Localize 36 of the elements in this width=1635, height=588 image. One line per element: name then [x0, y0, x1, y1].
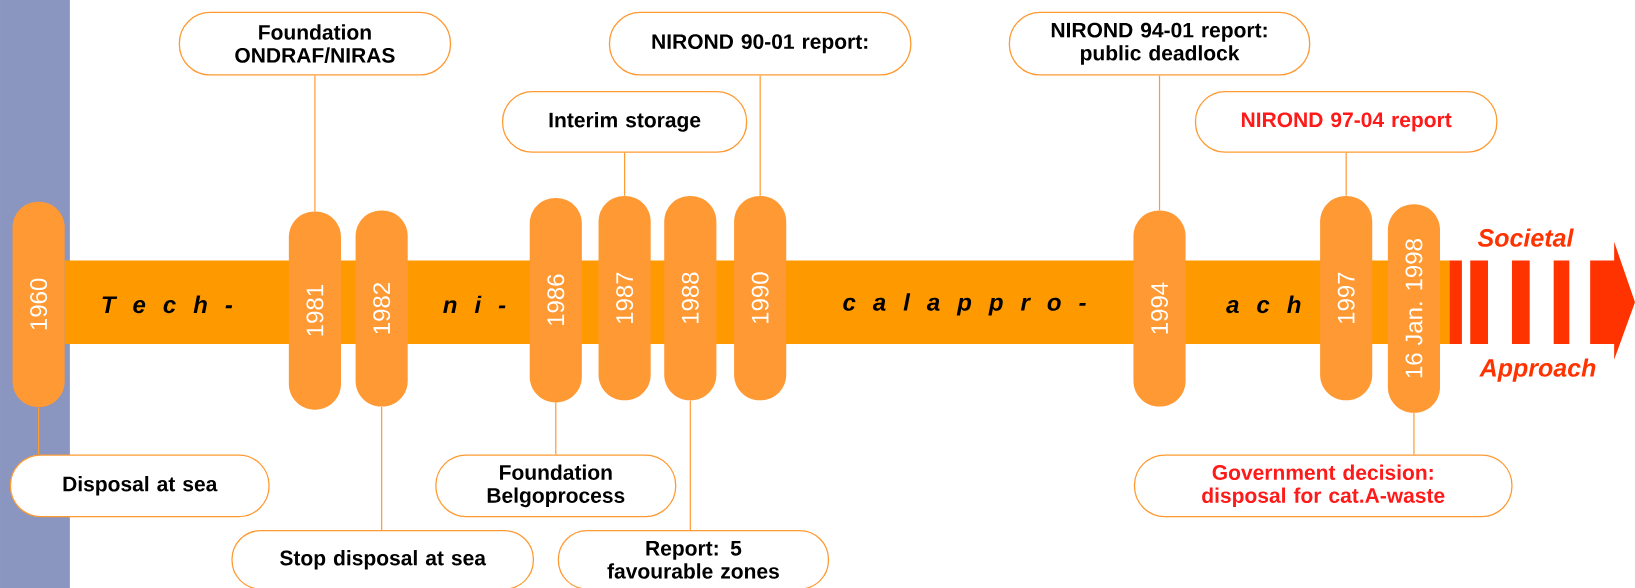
event-box: Stop disposal at sea: [231, 530, 534, 588]
leader-line: [1345, 152, 1347, 197]
band-label: a c h: [1226, 295, 1301, 314]
leader-line: [314, 75, 316, 212]
year-pill: 1994: [1133, 210, 1186, 407]
leader-line: [689, 399, 691, 531]
event-box: Disposal at sea: [9, 454, 270, 518]
event-box: NIROND 90-01 report:: [608, 11, 912, 76]
band-label: n i -: [443, 295, 506, 314]
event-box: Report: 5 favourable zones: [557, 530, 830, 588]
event-box: Government decision: disposal for cat.A-waste: [1133, 454, 1513, 518]
band-label: c a l a p p r o -: [843, 293, 1086, 316]
leader-line: [624, 152, 626, 197]
leader-line: [1158, 75, 1161, 211]
event-box: NIROND 94-01 report: public deadlock: [1008, 11, 1311, 76]
year-pill: 1982: [355, 210, 408, 407]
year-pill: 1987: [598, 195, 651, 401]
event-box: Foundation ONDRAF/NIRAS: [178, 11, 452, 76]
year-pill: 1986: [529, 198, 582, 403]
leader-line: [555, 402, 557, 455]
year-pill: 1988: [664, 195, 717, 401]
year-pill: 16 Jan. 1998: [1387, 204, 1440, 413]
year-pill: 1997: [1320, 195, 1373, 401]
event-box: Foundation Belgoprocess: [435, 454, 677, 518]
year-pill: 1960: [12, 201, 65, 408]
leader-line: [381, 406, 383, 531]
leader-line: [759, 75, 761, 197]
year-pill: 1981: [288, 211, 341, 410]
approach-label: Approach: [1479, 358, 1596, 382]
band-label: T e c h -: [102, 295, 233, 314]
year-pill: 1990: [734, 195, 787, 401]
leader-line: [1413, 412, 1415, 455]
event-box: Interim storage: [501, 91, 748, 153]
leader-line: [38, 406, 40, 455]
approach-label: Societal: [1477, 228, 1574, 247]
event-box: NIROND 97-04 report: [1194, 91, 1498, 153]
